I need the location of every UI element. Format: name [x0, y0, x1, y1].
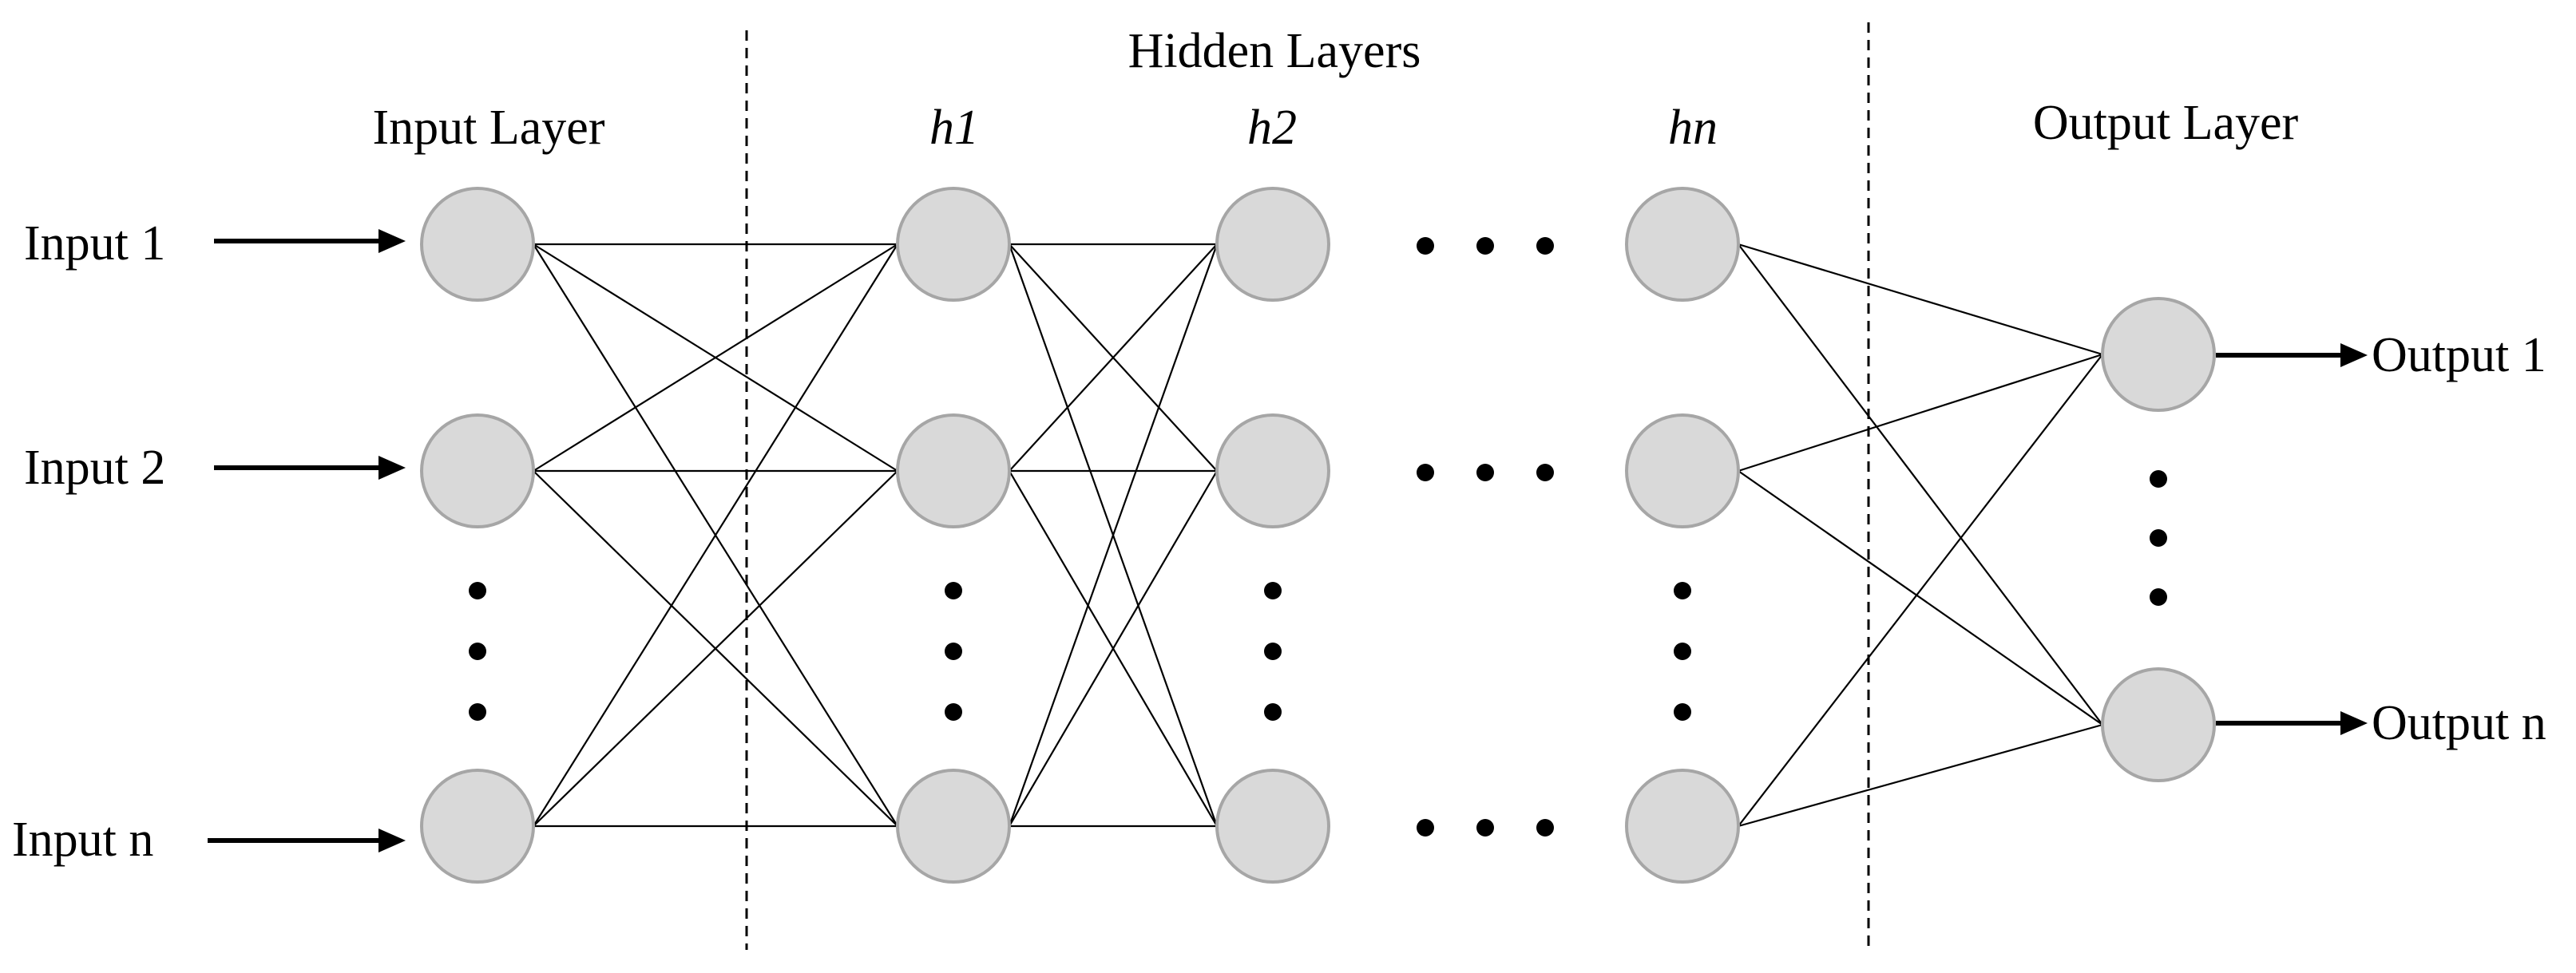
ellipsis-dots	[469, 237, 2167, 837]
input-label-n: Input n	[12, 813, 153, 867]
input-arrow-2-head	[378, 456, 406, 480]
neuron-input-1	[420, 187, 535, 302]
output-label-1: Output 1	[2372, 328, 2546, 382]
connection-hn-output-1-2	[1738, 243, 2103, 726]
output-ellipsis-dot-3	[2150, 588, 2167, 606]
vertical-ellipsis-dot-col4-1	[1674, 582, 1691, 599]
horizontal-ellipsis-dot-row2-3	[1536, 464, 1554, 481]
neuron-input-2	[420, 413, 535, 528]
connection-h1-h2-2-1	[1009, 243, 1218, 472]
neuron-h2-2	[1215, 413, 1330, 528]
neuron-h2-3	[1215, 769, 1330, 884]
output-arrow-1-head	[2340, 343, 2368, 367]
hidden-layers-title: Hidden Layers	[1128, 24, 1421, 78]
vertical-ellipsis-dot-col2-2	[945, 643, 962, 660]
horizontal-ellipsis-dot-row3-2	[1476, 819, 1494, 837]
connections	[533, 243, 2103, 828]
output-label-n: Output n	[2372, 696, 2546, 750]
vertical-ellipsis-dot-col1-2	[469, 643, 486, 660]
vertical-ellipsis-dot-col2-3	[945, 703, 962, 721]
input-label-2: Input 2	[24, 441, 165, 495]
neuron-output-2	[2101, 667, 2216, 782]
connection-hn-output-3-1	[1738, 354, 2103, 827]
horizontal-ellipsis-dot-row3-3	[1536, 819, 1554, 837]
horizontal-ellipsis-dot-row2-1	[1417, 464, 1434, 481]
neuron-input-3	[420, 769, 535, 884]
vertical-ellipsis-dot-col3-1	[1264, 582, 1282, 599]
neuron-h1-1	[896, 187, 1011, 302]
vertical-ellipsis-dot-col4-3	[1674, 703, 1691, 721]
neuron-hn-3	[1625, 769, 1740, 884]
connection-hn-output-1-1	[1738, 243, 2103, 356]
output-ellipsis-dot-1	[2150, 470, 2167, 488]
neuron-output-1	[2101, 297, 2216, 412]
hidden-layer-label-hn: hn	[1668, 101, 1718, 155]
input-layer-title: Input Layer	[373, 101, 605, 155]
neuron-h1-2	[896, 413, 1011, 528]
vertical-ellipsis-dot-col1-3	[469, 703, 486, 721]
horizontal-ellipsis-dot-row1-3	[1536, 237, 1554, 255]
connection-h1-h2-3-1	[1008, 243, 1219, 827]
connection-hn-output-2-2	[1738, 470, 2103, 726]
input-label-1: Input 1	[24, 216, 165, 271]
connection-h1-h2-3-2	[1009, 470, 1218, 827]
connection-input-h1-2-1	[533, 243, 898, 472]
output-ellipsis-dot-2	[2150, 529, 2167, 547]
vertical-ellipsis-dot-col1-1	[469, 582, 486, 599]
input-arrow-n-head	[378, 829, 406, 852]
horizontal-ellipsis-dot-row2-2	[1476, 464, 1494, 481]
vertical-ellipsis-dot-col2-1	[945, 582, 962, 599]
connection-hn-output-3-2	[1738, 723, 2103, 828]
hidden-layer-label-h2: h2	[1247, 101, 1297, 155]
horizontal-ellipsis-dot-row1-1	[1417, 237, 1434, 255]
horizontal-ellipsis-dot-row3-1	[1417, 819, 1434, 837]
input-arrow-1-head	[378, 229, 406, 253]
connection-input-h1-3-1	[533, 243, 898, 827]
neuron-h1-3	[896, 769, 1011, 884]
horizontal-ellipsis-dot-row1-2	[1476, 237, 1494, 255]
vertical-ellipsis-dot-col4-2	[1674, 643, 1691, 660]
connection-hn-output-2-1	[1738, 353, 2103, 473]
arrows	[208, 229, 2368, 852]
neuron-hn-1	[1625, 187, 1740, 302]
output-layer-title: Output Layer	[2033, 96, 2299, 150]
hidden-layer-label-h1: h1	[929, 101, 979, 155]
neurons	[420, 187, 2216, 884]
neuron-hn-2	[1625, 413, 1740, 528]
neuron-h2-1	[1215, 187, 1330, 302]
connection-input-h1-3-2	[533, 470, 898, 827]
vertical-ellipsis-dot-col3-2	[1264, 643, 1282, 660]
vertical-ellipsis-dot-col3-3	[1264, 703, 1282, 721]
output-arrow-n-head	[2340, 711, 2368, 735]
